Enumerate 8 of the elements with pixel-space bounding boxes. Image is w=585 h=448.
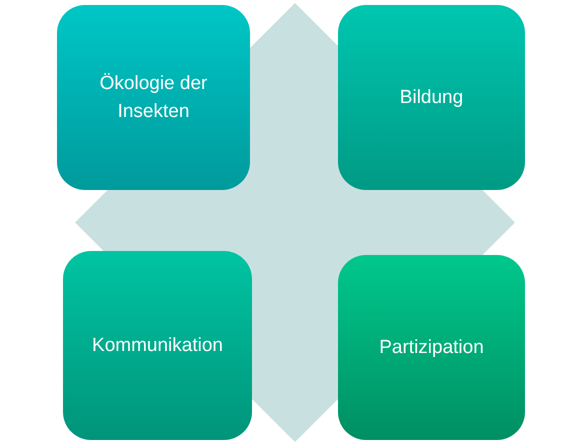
box-label: Ökologie der Insekten [98,72,208,124]
rounded-box [338,5,525,190]
box-label: Partizipation [379,336,484,360]
box-label: Bildung [400,86,464,110]
rounded-box [63,251,252,440]
rounded-box [57,5,250,190]
box-label: Kommunikation [92,334,223,358]
rounded-box [338,255,525,440]
